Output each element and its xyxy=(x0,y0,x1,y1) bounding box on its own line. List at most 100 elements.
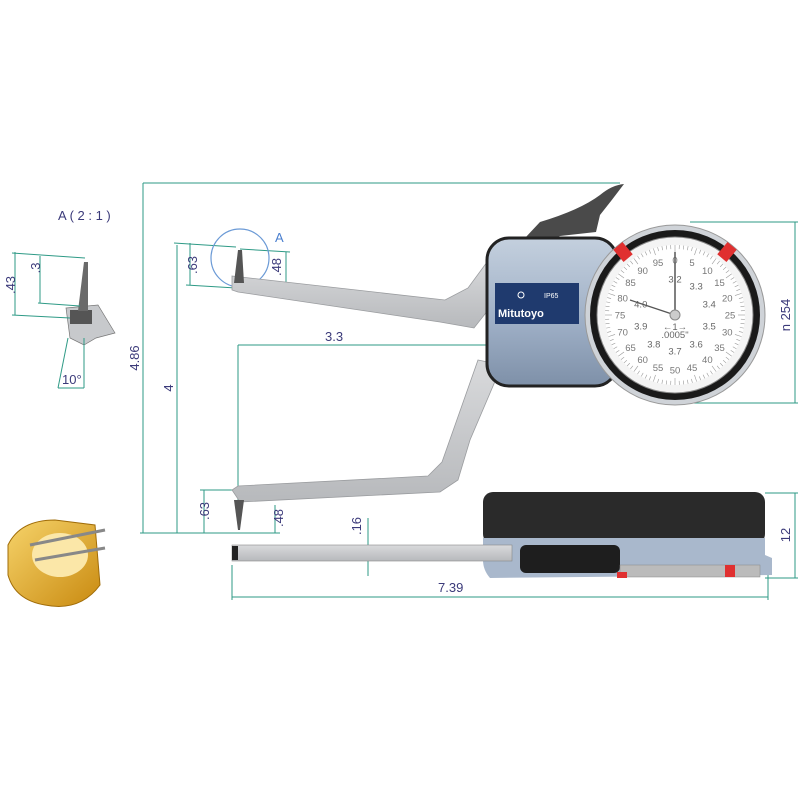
dial-tick xyxy=(609,288,614,291)
dial-tick xyxy=(607,331,612,333)
brand-logo: Mitutoyo xyxy=(498,308,544,320)
dial-tick xyxy=(608,334,616,337)
dial-tick xyxy=(738,297,743,299)
dial-tick xyxy=(665,380,668,385)
side-bezel xyxy=(520,545,620,573)
dial-tick xyxy=(630,365,634,370)
dial-tick xyxy=(738,331,743,333)
dial-outer-number: 90 xyxy=(637,266,648,277)
dial-tick xyxy=(611,284,616,288)
dial-tick xyxy=(725,273,732,279)
dial-tick xyxy=(653,374,656,382)
dial-tick xyxy=(644,251,648,256)
dial-tick xyxy=(682,380,685,385)
lower-tip xyxy=(234,500,244,530)
dim-reach: 3.3 xyxy=(325,329,343,344)
dial-tick xyxy=(630,260,634,265)
dial-tick xyxy=(682,245,685,250)
dial-tick xyxy=(633,258,639,265)
light-icon xyxy=(517,291,525,299)
dial-tick xyxy=(620,270,625,274)
dial-tick xyxy=(626,362,631,367)
dial-outer-number: 10 xyxy=(702,266,713,277)
dial-tick xyxy=(615,277,620,280)
dial-inner-number: 3.6 xyxy=(690,340,703,351)
dial-inner-number: 3.7 xyxy=(668,347,681,358)
dial-tick xyxy=(620,356,625,360)
dial-tick xyxy=(623,266,628,271)
dial-tick xyxy=(699,376,702,381)
dial-outer-number: 50 xyxy=(670,366,681,377)
dial-tick xyxy=(626,263,631,268)
dial-resolution: .0005" xyxy=(661,330,688,341)
ip-rating: IP65 xyxy=(544,293,559,300)
dial-outer-number: 15 xyxy=(714,278,725,289)
dial-tick xyxy=(725,270,730,274)
dial-tick xyxy=(722,266,727,271)
detail-dim-overall: .43 xyxy=(3,276,18,294)
dial-tick xyxy=(740,322,745,325)
dial-tick xyxy=(691,247,693,252)
dial-tick xyxy=(618,351,625,357)
dial-tick xyxy=(734,342,739,346)
dim-dial-diameter: n 254 xyxy=(778,299,793,332)
dim-total-height: 4.86 xyxy=(127,345,142,370)
brand-panel xyxy=(495,283,579,324)
dial-tick xyxy=(739,327,744,329)
dial-tick xyxy=(710,255,713,260)
dial-tick xyxy=(719,263,724,268)
dial-tick xyxy=(736,288,741,291)
tolerance-marker-right[interactable] xyxy=(717,242,737,262)
dial-outer-number: 65 xyxy=(625,343,636,354)
dial-tick xyxy=(653,248,656,256)
dial-tick xyxy=(618,273,625,279)
dial-unit-mark: ←1→ xyxy=(663,322,687,333)
dial-tick xyxy=(608,293,616,296)
dial-tick xyxy=(657,247,659,252)
detail-tip xyxy=(78,262,88,311)
dial-tick xyxy=(613,346,618,349)
dial-tick xyxy=(623,359,628,364)
dial-outer-number: 5 xyxy=(689,258,694,269)
dial-indicator: 051015202530354045505560657075808590953.… xyxy=(584,224,766,406)
dim-upper-tip-height: .63 xyxy=(185,256,200,274)
dial-tick xyxy=(706,253,709,258)
dial-tick xyxy=(725,356,730,360)
dial-tick xyxy=(609,339,614,342)
lower-arm xyxy=(231,359,503,503)
dial-hub xyxy=(669,309,681,321)
detail-dim-tip: .3 xyxy=(28,263,43,274)
dial-tick xyxy=(711,365,717,372)
dial-tick xyxy=(734,293,742,296)
dial-inner-number: 3.4 xyxy=(703,299,716,310)
dial-tick xyxy=(633,365,639,372)
release-lever[interactable] xyxy=(525,184,624,245)
dial-tick xyxy=(716,260,720,265)
dial-tick xyxy=(611,342,616,346)
detail-dim-angle: 10° xyxy=(62,372,82,387)
dial-tick xyxy=(605,322,610,325)
dial-tick xyxy=(648,249,651,254)
dial-tick xyxy=(607,297,612,299)
dial-tick xyxy=(730,277,735,280)
upper-arm xyxy=(231,256,497,329)
dial-tick xyxy=(732,346,737,349)
tip-nut xyxy=(70,310,92,324)
dial-inner-number: 3.8 xyxy=(647,340,660,351)
revolution-needle xyxy=(629,299,676,316)
dial-tick xyxy=(699,249,702,254)
dial-outer-number: 70 xyxy=(617,327,628,338)
dial-tick xyxy=(687,379,689,384)
dial-outer-number: 95 xyxy=(653,258,664,269)
dial-tick xyxy=(615,350,620,353)
dial-outer-number: 40 xyxy=(702,355,713,366)
bore-ring-illustration xyxy=(7,519,106,607)
dial-tick xyxy=(734,334,742,337)
detail-view-a: A ( 2 : 1 ) .43 .3 10° xyxy=(3,208,116,389)
dim-body-thickness: 12 xyxy=(778,528,793,542)
dial-inner-number: 3.5 xyxy=(703,322,716,333)
tolerance-marker-left[interactable] xyxy=(613,242,633,262)
dial-outer-number: 30 xyxy=(722,327,733,338)
dial-outer-number: 85 xyxy=(625,278,636,289)
dial-inner-number: 3.9 xyxy=(634,322,647,333)
